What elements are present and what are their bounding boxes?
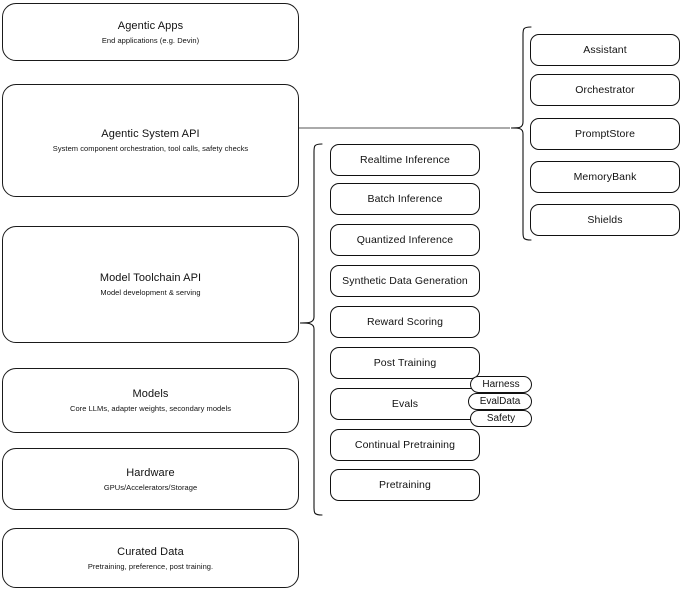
component-reward-scoring[interactable]: Reward Scoring [330, 306, 480, 338]
component-evals[interactable]: Evals [330, 388, 480, 420]
component-synthetic-data-generation[interactable]: Synthetic Data Generation [330, 265, 480, 297]
component-label: Orchestrator [575, 84, 635, 96]
layer-agentic-apps[interactable]: Agentic Apps End applications (e.g. Devi… [2, 3, 299, 61]
component-label: Assistant [583, 44, 627, 56]
connector-system-api-line [299, 118, 525, 140]
evals-subcomponent-evaldata[interactable]: EvalData [468, 393, 532, 410]
component-quantized-inference[interactable]: Quantized Inference [330, 224, 480, 256]
system-component-memorybank[interactable]: MemoryBank [530, 161, 680, 193]
layer-agentic-system-api[interactable]: Agentic System API System component orch… [2, 84, 299, 197]
layer-title: Models [132, 388, 169, 400]
layer-models[interactable]: Models Core LLMs, adapter weights, secon… [2, 368, 299, 433]
brace-toolchain-components [299, 143, 323, 517]
layer-title: Hardware [126, 466, 175, 479]
layer-hardware[interactable]: Hardware GPUs/Accelerators/Storage [2, 448, 299, 510]
layer-subtitle: Model development & serving [100, 288, 201, 297]
layer-subtitle: System component orchestration, tool cal… [52, 144, 249, 153]
component-batch-inference[interactable]: Batch Inference [330, 183, 480, 215]
component-label: Shields [587, 214, 623, 226]
component-label: Continual Pretraining [354, 439, 456, 451]
component-label: Realtime Inference [360, 154, 450, 166]
layer-model-toolchain-api[interactable]: Model Toolchain API Model development & … [2, 226, 299, 343]
layer-title: Agentic Apps [117, 19, 184, 32]
system-component-promptstore[interactable]: PromptStore [530, 118, 680, 150]
component-post-training[interactable]: Post Training [330, 347, 480, 379]
component-label: Quantized Inference [356, 234, 454, 246]
component-label: Synthetic Data Generation [342, 275, 468, 287]
layer-subtitle: Pretraining, preference, post training. [87, 561, 214, 571]
component-label: Reward Scoring [366, 316, 444, 328]
evals-subcomponent-safety[interactable]: Safety [470, 410, 532, 427]
layer-subtitle: GPUs/Accelerators/Storage [103, 482, 198, 492]
component-label: MemoryBank [573, 171, 637, 183]
layer-subtitle: Core LLMs, adapter weights, secondary mo… [69, 404, 232, 413]
component-label: Evals [391, 398, 419, 410]
evals-subcomponent-harness[interactable]: Harness [470, 376, 532, 393]
layer-subtitle: End applications (e.g. Devin) [101, 35, 200, 45]
component-label: PromptStore [574, 128, 636, 140]
component-continual-pretraining[interactable]: Continual Pretraining [330, 429, 480, 461]
component-realtime-inference[interactable]: Realtime Inference [330, 144, 480, 176]
layer-title: Agentic System API [101, 128, 200, 140]
pill-label: Harness [482, 379, 520, 390]
system-component-orchestrator[interactable]: Orchestrator [530, 74, 680, 106]
component-label: Pretraining [379, 479, 431, 491]
layer-title: Curated Data [117, 545, 184, 558]
component-pretraining[interactable]: Pretraining [330, 469, 480, 501]
layer-curated-data[interactable]: Curated Data Pretraining, preference, po… [2, 528, 299, 588]
brace-system-components [510, 26, 532, 242]
component-label: Batch Inference [367, 193, 443, 205]
system-component-shields[interactable]: Shields [530, 204, 680, 236]
pill-label: EvalData [479, 396, 521, 407]
pill-label: Safety [486, 413, 516, 424]
system-component-assistant[interactable]: Assistant [530, 34, 680, 66]
layer-title: Model Toolchain API [99, 272, 202, 284]
component-label: Post Training [373, 357, 437, 369]
